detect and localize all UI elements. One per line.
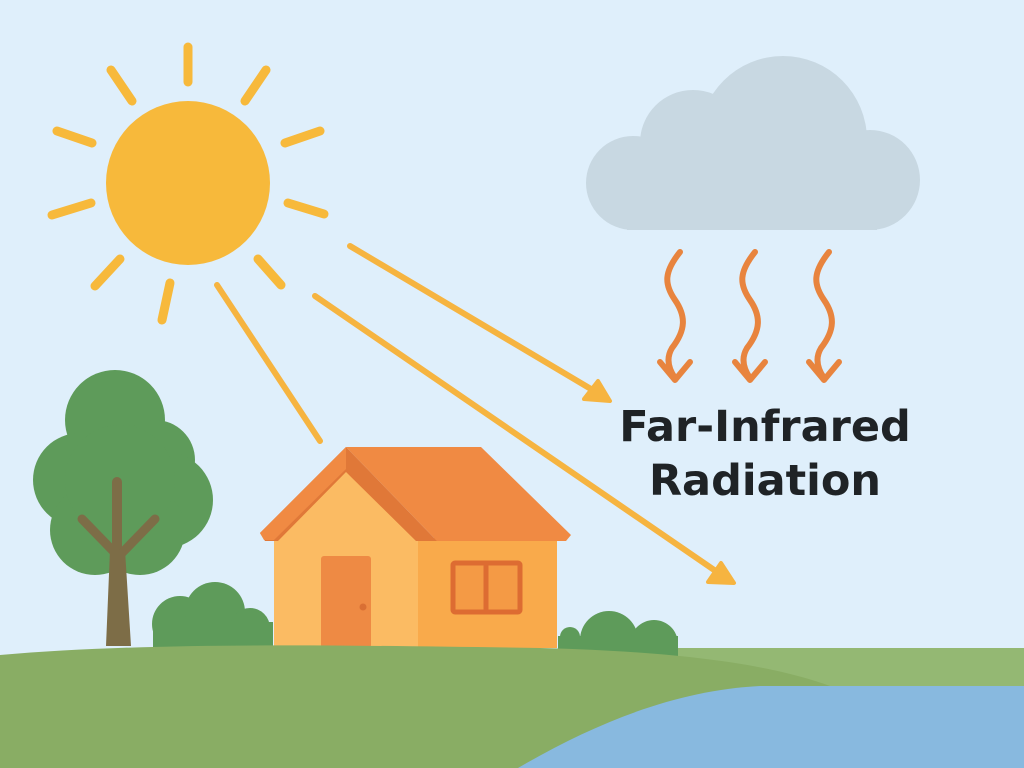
label-line-1: Far-Infrared: [619, 402, 911, 452]
arrow-head-icon: [732, 359, 768, 383]
ray-arrow-to-ground: [312, 293, 723, 577]
far-infrared-wave-arrows: [657, 249, 842, 383]
lake: [518, 686, 1024, 768]
cloud-icon: [586, 56, 920, 230]
sun-rays-arrows: [214, 243, 736, 585]
door-knob: [359, 603, 367, 611]
arrow-head-icon: [706, 561, 736, 585]
arrow-head-icon: [657, 359, 693, 383]
label-line-2: Radiation: [648, 456, 882, 506]
far-infrared-label: Far-Infrared Radiation: [600, 400, 930, 508]
house-roof: [346, 447, 571, 541]
ray-to-house: [214, 282, 323, 444]
wave-arrow-3: [813, 249, 835, 381]
ray-arrow-to-label: [347, 243, 599, 395]
sun-icon: [47, 42, 329, 325]
tree-icon: [33, 370, 213, 646]
house-icon: [260, 447, 571, 648]
wave-arrow-1: [664, 249, 686, 381]
wave-arrow-2: [739, 249, 761, 381]
arrow-head-icon: [806, 359, 842, 383]
arrow-head-icon: [582, 379, 612, 403]
bush-left: [152, 582, 273, 652]
house-door: [321, 556, 371, 648]
house-roof-edge: [260, 447, 437, 541]
